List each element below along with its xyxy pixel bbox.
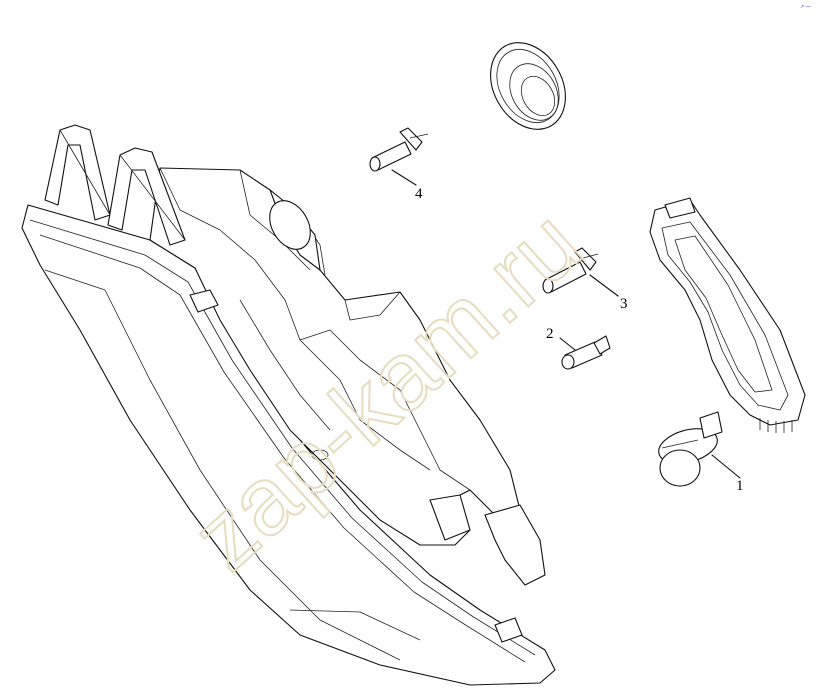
callout-4-leader: [391, 169, 417, 186]
part-3-bulb-holder: [542, 247, 619, 297]
part-2-small-bulb: [559, 335, 611, 370]
rear-cover-gasket: [649, 197, 806, 433]
callout-1-label: 1: [736, 478, 744, 494]
callout-2-leader: [559, 337, 576, 351]
callout-4-label: 4: [415, 186, 423, 202]
callout-3-leader: [589, 274, 619, 297]
callout-1-leader: [711, 454, 741, 479]
corner-mark: ↗ —: [800, 4, 811, 10]
callout-3-label: 3: [620, 296, 628, 312]
rubber-seal-ring: [490, 42, 566, 130]
callout-2-label: 2: [546, 326, 554, 342]
headlamp-housing: [21, 124, 556, 686]
part-4-bulb-holder: [369, 127, 429, 186]
part-1-bulb-socket: [658, 411, 741, 487]
